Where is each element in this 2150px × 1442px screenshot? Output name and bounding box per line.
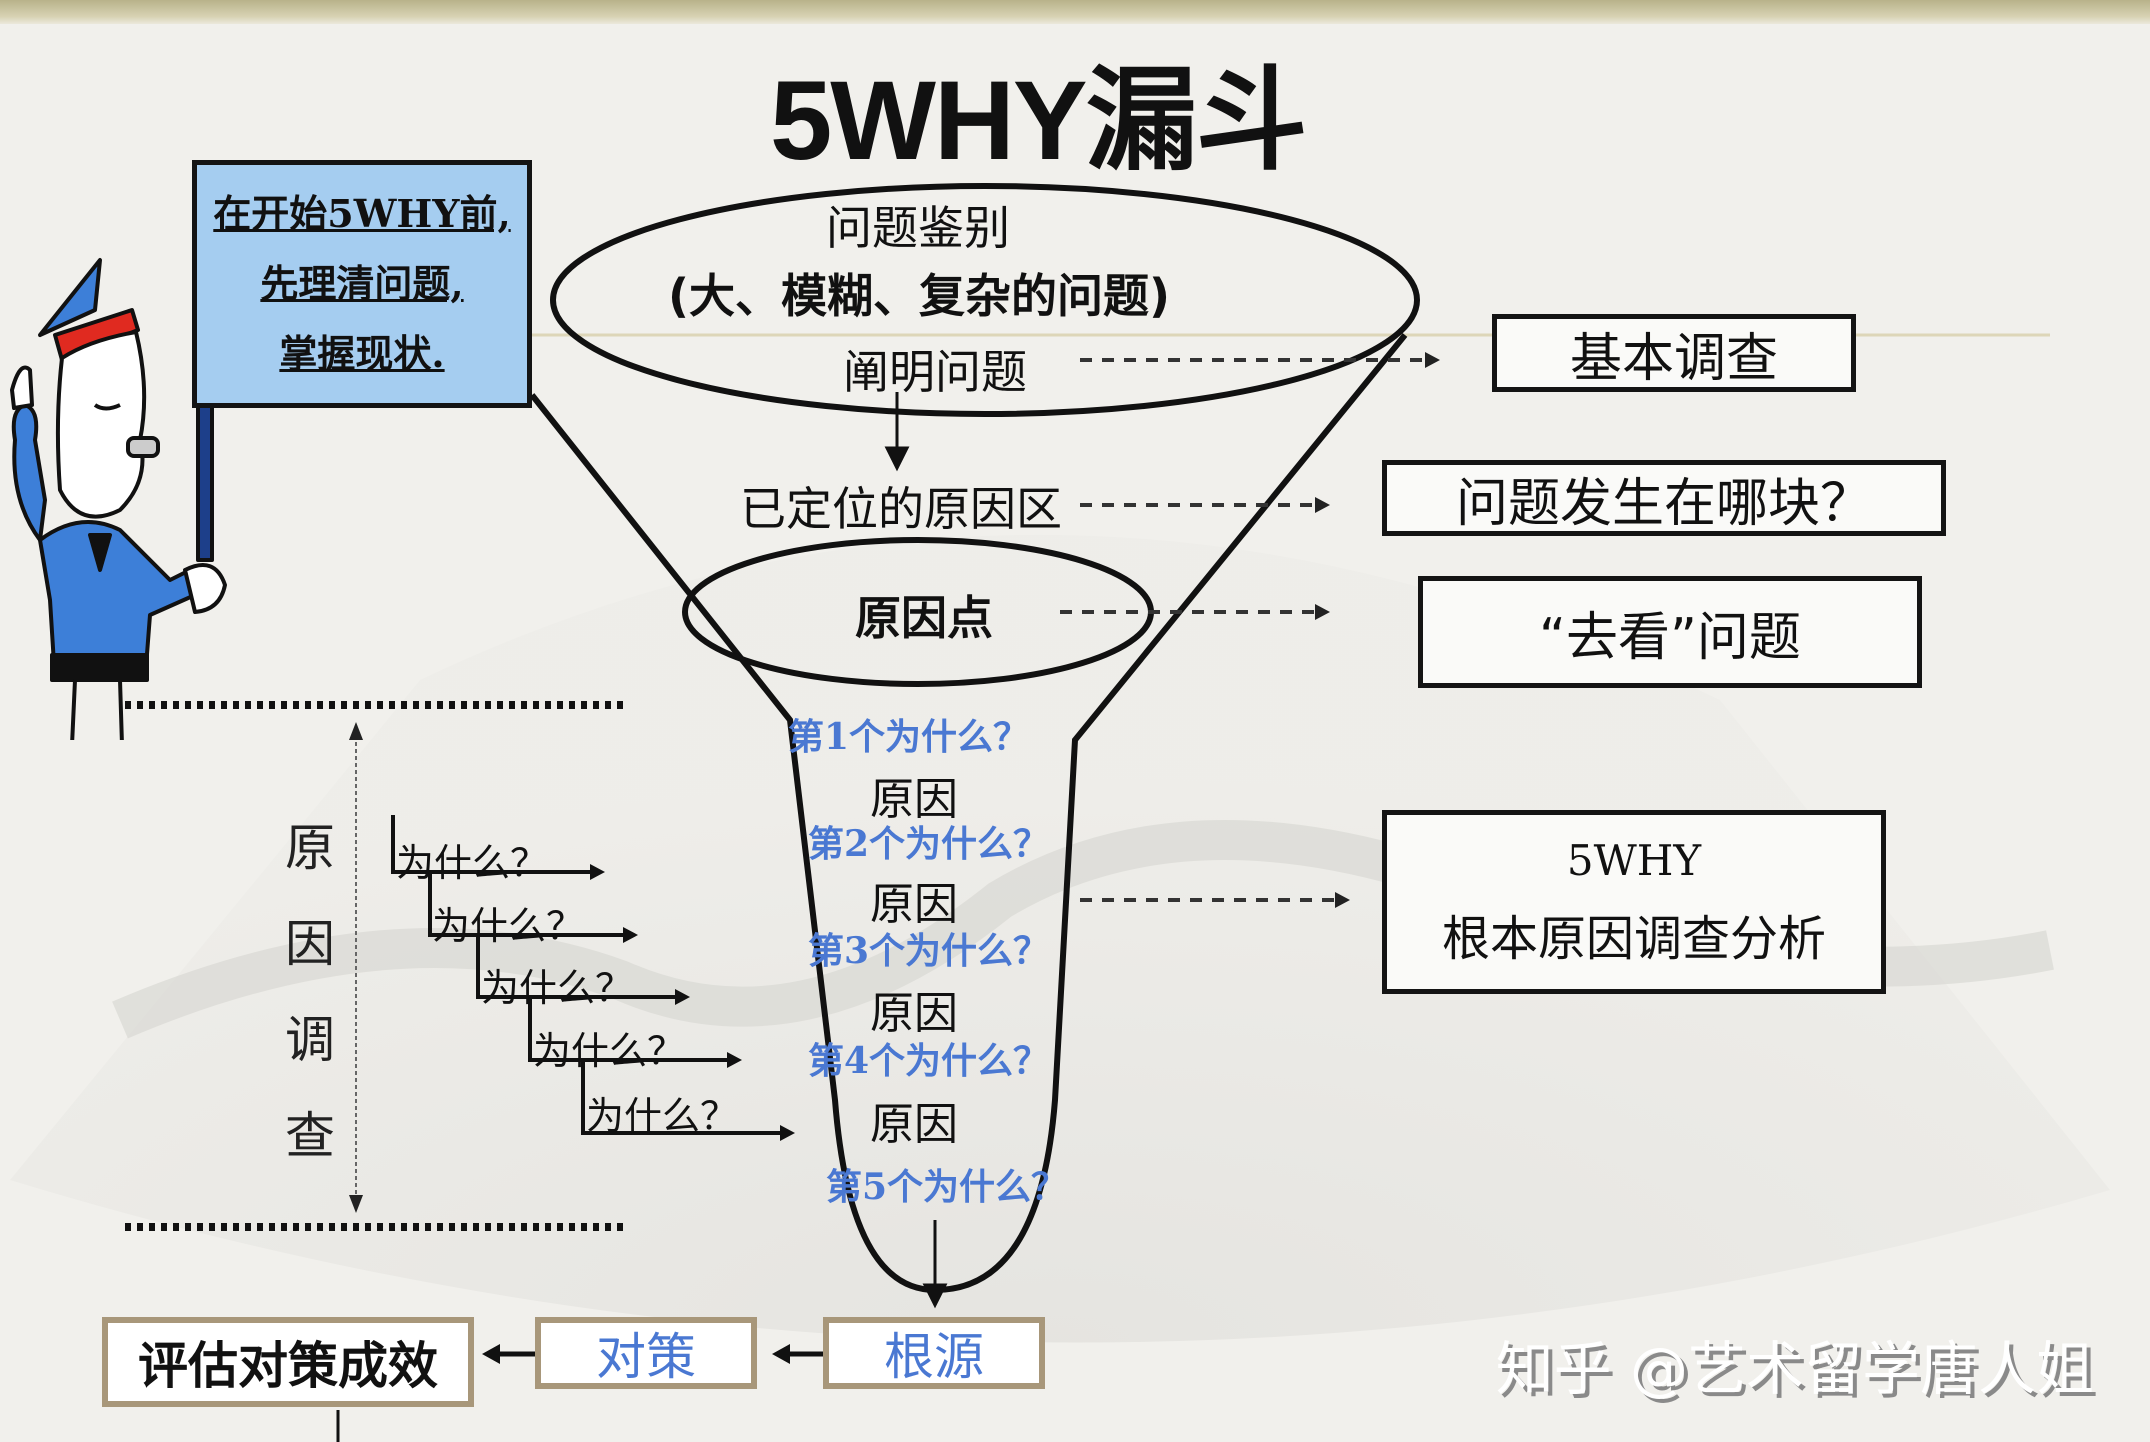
staircase-why-5: 为什么？	[586, 1094, 739, 1138]
fivewhy-root-cause-box: 5WHY 根本原因调查分析	[1382, 810, 1886, 994]
staircase-why-2: 为什么？	[432, 904, 585, 948]
cause-step-1: 原因	[870, 774, 958, 825]
why-step-2: 第2个为什么？	[808, 823, 1050, 865]
go-see-problem-box: “去看”问题	[1418, 576, 1922, 688]
countermeasure-text: 对策	[596, 1328, 696, 1386]
problem-identification-label: 问题鉴别	[826, 201, 1010, 255]
staircase-why-3: 为什么？	[481, 966, 634, 1010]
cause-step-3: 原因	[870, 988, 958, 1039]
root-source-text: 根源	[884, 1328, 984, 1386]
zhihu-watermark: 知乎 @艺术留学唐人姐	[1495, 1335, 2094, 1403]
side-char-4: 查	[285, 1107, 335, 1165]
top-decorative-bar	[0, 0, 2150, 24]
sign-line-1: 在开始5WHY前,	[213, 191, 511, 236]
side-char-2: 因	[285, 915, 335, 973]
cause-step-2: 原因	[870, 879, 958, 930]
go-see-problem-text: “去看”问题	[1539, 607, 1801, 668]
staircase-why-4: 为什么？	[533, 1029, 686, 1073]
problem-description-label: (大、模糊、复杂的问题)	[668, 269, 1171, 323]
cause-investigation-vertical-label: 原 因 调 查	[280, 800, 340, 1184]
sign-line-3: 掌握现状.	[279, 331, 445, 376]
located-cause-area-label: 已定位的原因区	[740, 482, 1062, 536]
page-title: 5WHY漏斗	[770, 58, 1308, 183]
cause-step-4: 原因	[870, 1099, 958, 1150]
basic-investigation-box: 基本调查	[1492, 314, 1856, 392]
evaluate-countermeasure-text: 评估对策成效	[138, 1337, 438, 1395]
evaluate-countermeasure-box: 评估对策成效	[102, 1317, 474, 1407]
staircase-why-1: 为什么？	[396, 841, 549, 885]
clarify-problem-label: 阐明问题	[843, 345, 1027, 399]
where-problem-occurs-box: 问题发生在哪块？	[1382, 460, 1946, 536]
basic-investigation-text: 基本调查	[1569, 328, 1778, 389]
fivewhy-label: 5WHY	[1566, 835, 1702, 885]
side-char-1: 原	[285, 819, 335, 877]
sign-line-2: 先理清问题,	[260, 261, 464, 306]
cause-point-label: 原因点	[855, 591, 993, 645]
root-source-box: 根源	[823, 1317, 1045, 1389]
sign-board: 在开始5WHY前, 先理清问题, 掌握现状.	[192, 160, 532, 408]
why-step-1: 第1个为什么？	[788, 716, 1030, 758]
why-step-3: 第3个为什么？	[808, 930, 1050, 972]
countermeasure-box: 对策	[535, 1317, 757, 1389]
side-char-3: 调	[285, 1011, 335, 1069]
why-step-5: 第5个为什么？	[826, 1166, 1068, 1208]
root-cause-analysis-label: 根本原因调查分析	[1441, 910, 1826, 967]
where-problem-occurs-text: 问题发生在哪块？	[1455, 473, 1872, 534]
why-step-4: 第4个为什么？	[808, 1040, 1050, 1082]
